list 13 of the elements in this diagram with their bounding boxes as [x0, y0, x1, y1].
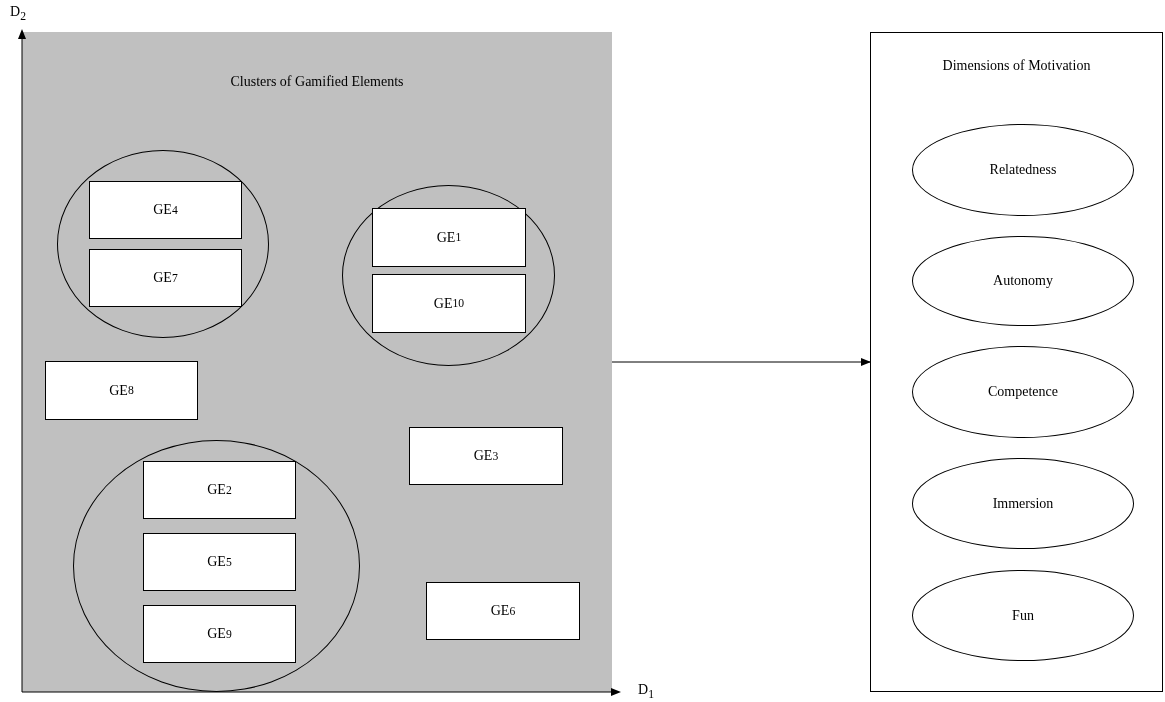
dimension-ellipse: Autonomy [912, 236, 1134, 326]
cluster-panel [22, 32, 612, 692]
group-title: Clusters of Gamified Elements [230, 74, 404, 89]
arrow [611, 358, 871, 366]
axis-label: D$_{1}$ [638, 682, 654, 701]
cluster-circle [342, 185, 555, 366]
dimension-ellipse: Immersion [912, 458, 1134, 549]
dimensions-box [870, 32, 1163, 692]
dimension-ellipse: Competence [912, 346, 1134, 438]
group-title: Dimensions of Motivation [942, 58, 1091, 73]
dimension-ellipse: Relatedness [912, 124, 1134, 216]
dimension-ellipse: Fun [912, 570, 1134, 661]
axis-label: D$_{2}$ [10, 4, 26, 23]
